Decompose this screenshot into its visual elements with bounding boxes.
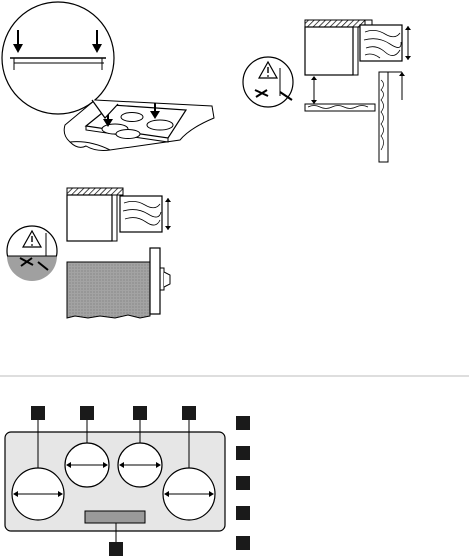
control-panel-marker <box>109 542 123 556</box>
legend-marker-1 <box>236 416 250 430</box>
legend-marker-4 <box>236 506 250 520</box>
figure-cabinet-section-oven <box>7 188 171 318</box>
figure-hob-placement <box>2 2 214 151</box>
figure-cabinet-section-top <box>243 20 411 162</box>
cooking-zone-rear-middle-right <box>118 420 162 487</box>
cooking-zone-rear-middle-left <box>65 420 109 487</box>
zone-marker-3 <box>133 406 147 420</box>
legend-marker-2 <box>236 446 250 460</box>
warning-icon <box>7 226 57 281</box>
zone-marker-4 <box>182 406 196 420</box>
oven-body <box>67 262 150 318</box>
zone-marker-1 <box>31 406 45 420</box>
warning-icon <box>243 57 293 107</box>
zone-marker-2 <box>80 406 94 420</box>
legend-marker-5 <box>236 536 250 550</box>
control-panel <box>85 511 145 523</box>
figure-hob-layout <box>5 406 250 556</box>
legend-marker-3 <box>236 476 250 490</box>
